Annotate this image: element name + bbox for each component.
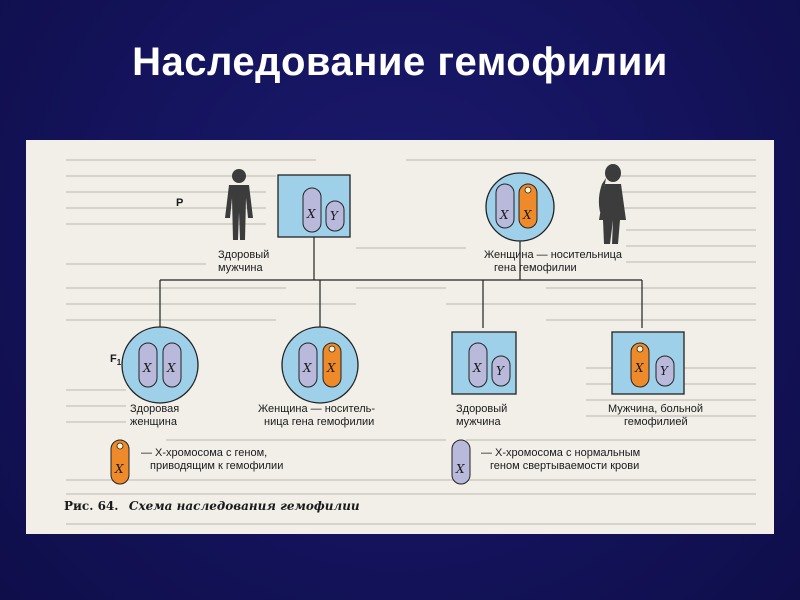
svg-text:X: X (455, 462, 465, 476)
svg-text:X: X (306, 207, 316, 221)
legend-normal-chromosome (451, 439, 471, 485)
inheritance-diagram: P F1 X Y Здоровый мужчина X X Женщина — … (64, 159, 756, 525)
svg-text:X: X (522, 208, 532, 222)
female-silhouette-icon (598, 164, 626, 244)
svg-text:X: X (634, 361, 644, 375)
father-label: Здоровый мужчина (218, 249, 272, 274)
slide-title: Наследование гемофилии (132, 40, 668, 84)
father-y-chromosome (325, 200, 345, 232)
legend-hemophilia-chromosome (110, 439, 130, 485)
generation-p-label: P (176, 197, 183, 209)
child-hemophiliac-man-label: Мужчина, больной гемофилией (608, 403, 706, 428)
svg-text:X: X (472, 361, 482, 375)
child-carrier-woman-label: Женщина — носитель- ница гена гемофилии (258, 403, 378, 428)
child-healthy-woman-cell: X X (121, 326, 199, 404)
svg-text:X: X (142, 361, 152, 375)
svg-text:Y: Y (660, 364, 669, 378)
svg-text:Y: Y (496, 364, 505, 378)
svg-text:Y: Y (330, 209, 339, 223)
child-carrier-woman-cell: X X (281, 326, 359, 404)
legend-normal-item: X — X-хромосома с нормальным геном сверт… (451, 439, 643, 485)
child-healthy-man-label: Здоровый мужчина (456, 403, 510, 428)
svg-text:X: X (326, 361, 336, 375)
svg-text:X: X (302, 361, 312, 375)
svg-text:X: X (499, 208, 509, 222)
generation-f1-label: F1 (110, 353, 122, 367)
faint-background-text (66, 159, 756, 525)
male-silhouette-icon (225, 169, 253, 240)
svg-text:X: X (166, 361, 176, 375)
mother-label: Женщина — носительница гена гемофилии (484, 249, 625, 274)
svg-text:X: X (114, 462, 124, 476)
legend-normal-text: — X-хромосома с нормальным геном свертыв… (481, 447, 643, 472)
child-hemophiliac-man-cell: X Y (611, 331, 685, 395)
father-x-chromosome (302, 187, 322, 233)
legend-hemophilia-text: — X-хромосома с геном, приводящим к гемо… (141, 447, 283, 472)
pedigree-lines (159, 237, 643, 328)
child-healthy-woman-label: Здоровая женщина (130, 403, 182, 428)
figure-caption: Рис. 64. Схема наследования гемофилии (64, 497, 360, 514)
inheritance-figure: P F1 X Y Здоровый мужчина X X Женщина — … (26, 140, 774, 534)
legend-hemophilia-item: X — X-хромосома с геном, приводящим к ге… (110, 439, 283, 485)
mother-normal-x-chromosome (495, 183, 515, 229)
mother-hemophilia-x-chromosome (518, 183, 538, 229)
mother-cell: X X (485, 172, 555, 242)
father-cell: X Y (277, 174, 351, 238)
child-healthy-man-cell: X Y (451, 331, 517, 395)
